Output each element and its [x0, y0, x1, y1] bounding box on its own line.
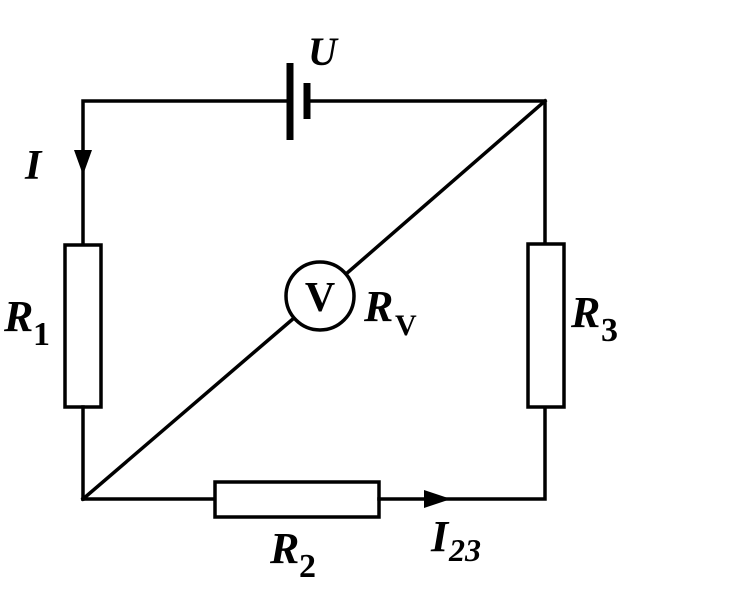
r1-label-main: R — [3, 292, 33, 341]
voltmeter-symbol: V — [305, 275, 335, 321]
resistor-r3 — [526, 242, 566, 409]
wire-bottom-right — [377, 405, 547, 501]
current-label: I — [24, 143, 43, 189]
rv-label-main: R — [363, 282, 393, 331]
r2-label-sub: 2 — [299, 548, 316, 585]
wire-diagonal-upper — [343, 98, 548, 277]
wire-top-right — [305, 99, 547, 246]
wire-diagonal-lower — [80, 315, 297, 502]
rv-label-sub: V — [395, 309, 417, 342]
current-branch-label-sub: 23 — [448, 532, 481, 568]
current-arrow-bottom — [424, 490, 451, 508]
voltage-label: U — [308, 29, 339, 74]
current-branch-label-main: I — [430, 512, 450, 561]
battery-symbol — [286, 63, 311, 140]
r1-label-sub: 1 — [33, 316, 50, 353]
voltmeter — [284, 260, 356, 332]
r2-label-main: R — [269, 524, 299, 573]
resistor-r2 — [213, 480, 381, 519]
r3-label-sub: 3 — [601, 312, 618, 349]
wire-top-left — [81, 99, 291, 247]
current-arrow-left — [74, 150, 92, 175]
resistor-r1 — [63, 243, 103, 409]
r3-label-main: R — [570, 288, 600, 337]
